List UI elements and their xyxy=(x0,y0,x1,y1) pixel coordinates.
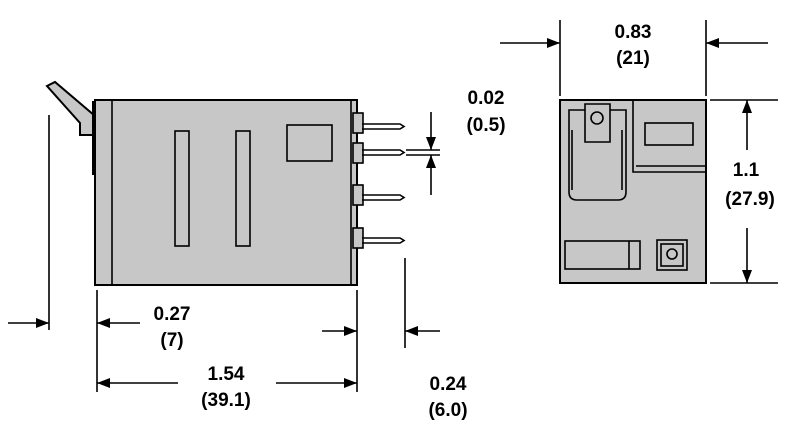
indicator-inner xyxy=(660,243,684,267)
dim-label-inch: 0.27 xyxy=(154,304,191,325)
label-window xyxy=(286,124,333,162)
dim-label-mm: (21) xyxy=(616,48,650,69)
panel-outline xyxy=(632,100,706,173)
dim-label-mm: (39.1) xyxy=(201,390,251,411)
indicator-lamp xyxy=(666,248,678,260)
pin-base xyxy=(352,112,364,134)
dim-label-inch: 0.83 xyxy=(615,22,652,43)
dimension-pin-length: 0.24 (6.0) xyxy=(322,326,468,421)
dim-label-mm: (7) xyxy=(160,330,183,351)
pin-base xyxy=(352,227,364,249)
dim-label-mm: (27.9) xyxy=(725,189,775,210)
dim-label-inch: 0.02 xyxy=(468,88,505,109)
dimension-pin-thickness: 0.02 (0.5) xyxy=(406,88,506,195)
front-view: 0.83 (21) 1.1 (27.9) xyxy=(500,20,778,284)
latch-screw xyxy=(590,111,604,125)
pin-base xyxy=(352,142,364,164)
dimension-width: 0.83 (21) xyxy=(500,22,768,69)
release-tab xyxy=(45,80,96,136)
latch xyxy=(568,109,627,201)
dim-label-inch: 1.54 xyxy=(208,364,245,385)
dimension-handle-offset: 0.27 (7) xyxy=(8,304,190,351)
dimension-body-length: 1.54 (39.1) xyxy=(97,364,357,411)
pins xyxy=(362,123,406,244)
dim-label-mm: (6.0) xyxy=(428,400,467,421)
vent-slot xyxy=(235,130,251,247)
pin-base xyxy=(352,184,364,206)
label-window xyxy=(644,122,694,146)
dim-label-mm: (0.5) xyxy=(466,115,505,136)
vent-slot xyxy=(174,130,190,247)
label-window xyxy=(564,240,641,270)
dim-label-inch: 0.24 xyxy=(430,374,467,395)
side-view: 0.27 (7) 1.54 (39.1) 0.24 (6.0) xyxy=(8,80,506,421)
dimension-height: 1.1 (27.9) xyxy=(725,100,775,283)
dim-label-inch: 1.1 xyxy=(733,160,760,181)
